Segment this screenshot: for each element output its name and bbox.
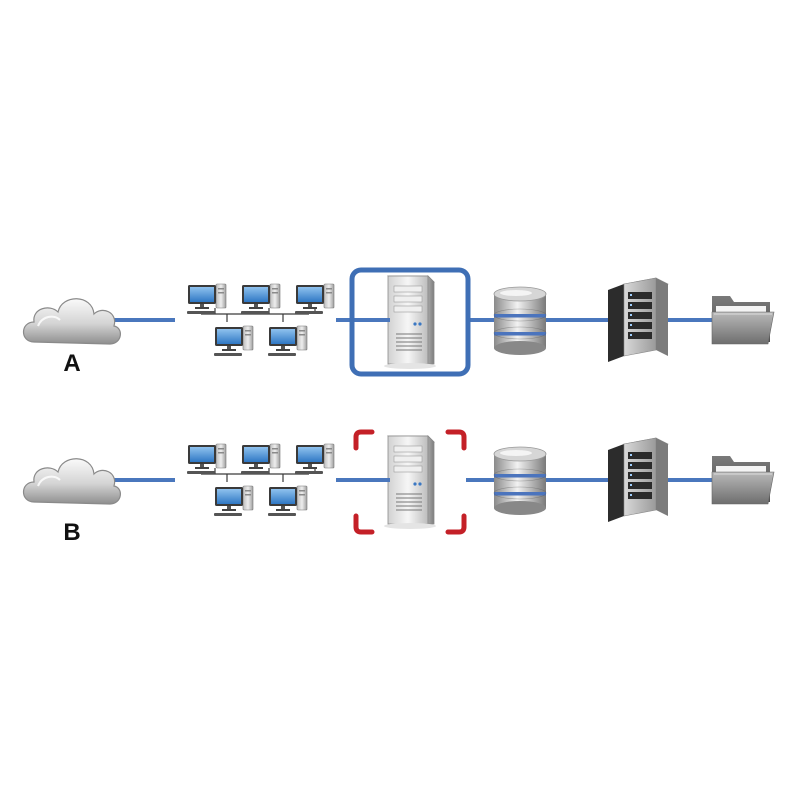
database-icon: [493, 286, 547, 356]
workstations-group-icon: [187, 444, 334, 516]
row-label: B: [63, 519, 80, 546]
server-highlight-corners: [353, 429, 467, 535]
database-icon: [493, 446, 547, 516]
server-icon: [383, 275, 437, 370]
server-icon: [383, 435, 437, 530]
server-highlight-box: [349, 267, 471, 377]
server-rack-icon: [607, 277, 669, 363]
server-rack-icon: [607, 437, 669, 523]
workstations-group-icon: [187, 284, 334, 356]
folder-icon: [711, 455, 775, 505]
cloud-icon: [22, 457, 122, 505]
diagram-row-b: B: [22, 429, 775, 546]
diagram-row-a: A: [22, 267, 775, 377]
folder-icon: [711, 295, 775, 345]
row-label: A: [63, 350, 80, 377]
cloud-icon: [22, 297, 122, 345]
